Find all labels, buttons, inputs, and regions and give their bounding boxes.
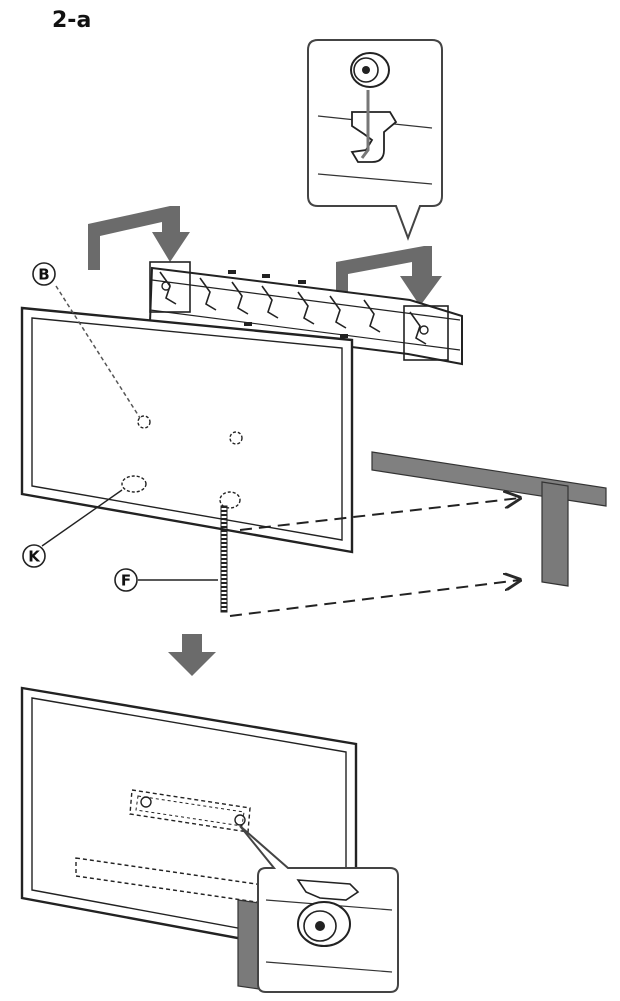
wall-strap xyxy=(371,451,607,587)
callout-f-label: F xyxy=(121,572,131,590)
bottom-detail-callout xyxy=(239,825,399,993)
callout-k-label: K xyxy=(28,548,41,566)
callout-f: F xyxy=(114,568,218,592)
callout-k: K xyxy=(22,489,123,568)
step-down-arrow xyxy=(168,634,216,676)
top-detail-callout xyxy=(307,39,443,241)
step-label: 2-a xyxy=(52,8,92,33)
lift-arrow-left xyxy=(88,206,190,270)
lift-arrow-right xyxy=(336,246,442,310)
callout-b: B xyxy=(32,262,56,286)
spacer-f xyxy=(220,505,228,613)
callout-b-label: B xyxy=(38,266,49,284)
tv-panel-upper xyxy=(20,306,354,554)
